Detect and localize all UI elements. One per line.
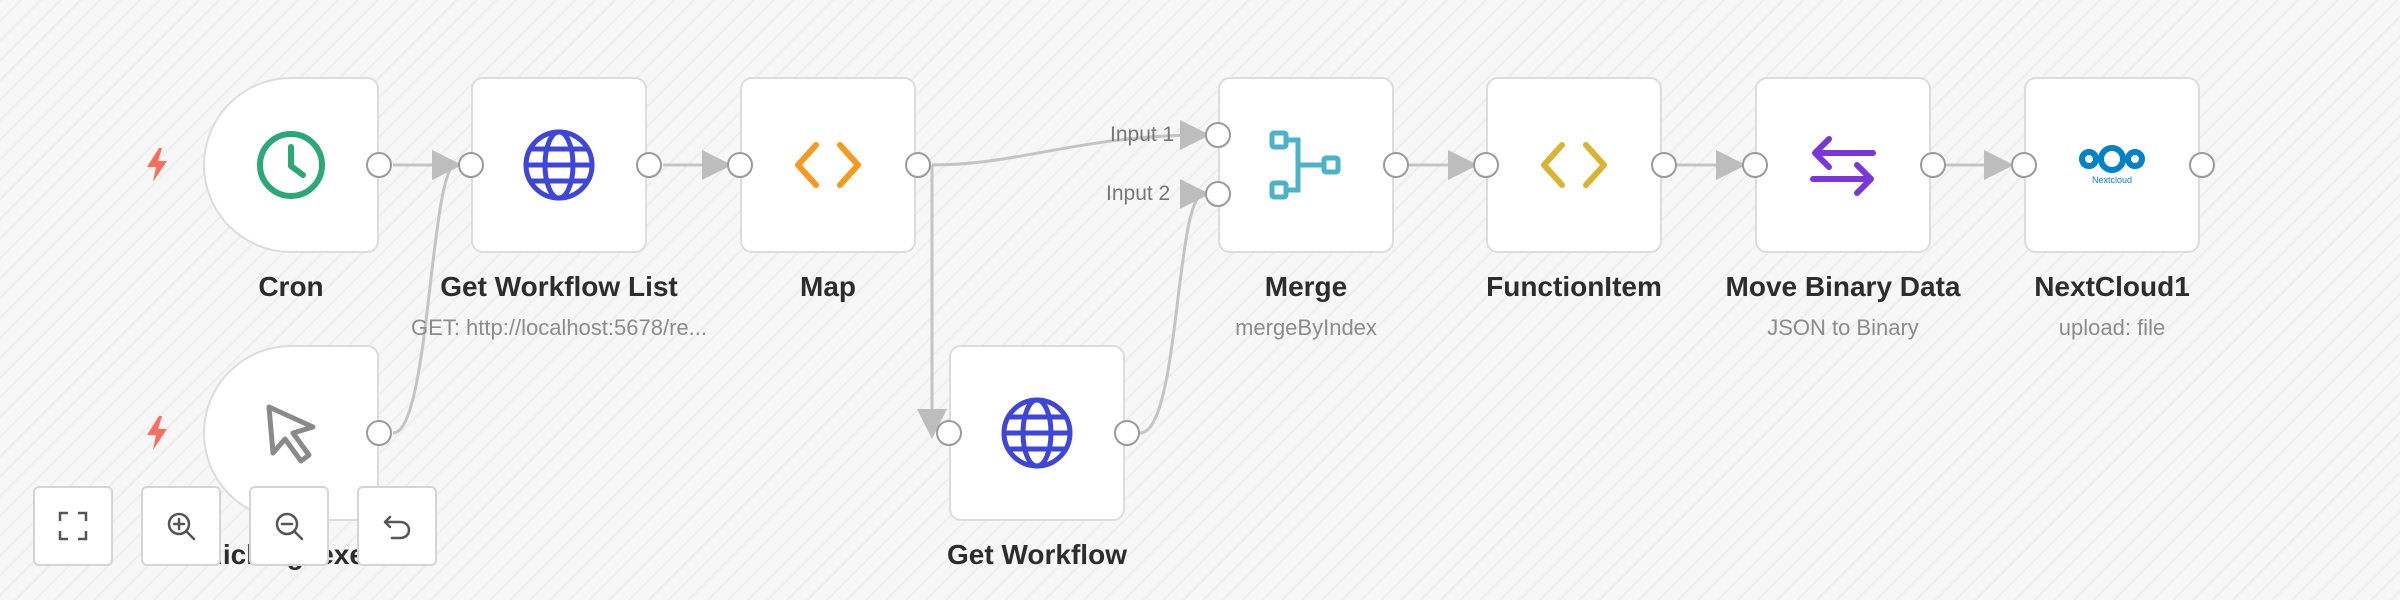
node-label-merge: Merge xyxy=(1264,271,1348,302)
input-handle[interactable] xyxy=(458,152,484,178)
nextcloud-logo-icon: Nextcloud xyxy=(2079,145,2145,185)
node-move-binary-data[interactable] xyxy=(1755,77,1931,253)
node-get-workflow-list[interactable] xyxy=(471,77,647,253)
node-label-get-workflow: Get Workflow xyxy=(947,539,1127,570)
clock-icon xyxy=(257,131,325,199)
node-subtitle-move-binary-data: JSON to Binary xyxy=(1767,315,1919,340)
node-subtitle-get-workflow-list: GET: http://localhost:5678/re... xyxy=(411,315,707,340)
input-handle[interactable] xyxy=(1742,152,1768,178)
node-label-functionitem: FunctionItem xyxy=(1486,271,1662,302)
node-label-cron: Cron xyxy=(258,271,324,302)
output-handle[interactable] xyxy=(1114,420,1140,446)
connection-map-to-merge-input1 xyxy=(931,120,1210,167)
merge-input-2-label: Input 2 xyxy=(1106,182,1171,205)
node-nextcloud[interactable]: Nextcloud xyxy=(2024,77,2200,253)
globe-icon xyxy=(523,129,595,201)
zoom-out-button[interactable] xyxy=(249,486,329,566)
node-subtitle-nextcloud: upload: file xyxy=(2058,315,2166,340)
node-get-workflow[interactable] xyxy=(949,345,1125,521)
output-handle[interactable] xyxy=(905,152,931,178)
node-label-get-workflow-list: Get Workflow List xyxy=(440,271,678,302)
input-handle[interactable] xyxy=(1473,152,1499,178)
input-handle[interactable] xyxy=(2011,152,2037,178)
output-handle[interactable] xyxy=(366,420,392,446)
node-label-map: Map xyxy=(800,271,856,302)
node-map[interactable] xyxy=(740,77,916,253)
input-handle[interactable] xyxy=(727,152,753,178)
node-label-move-binary-data: Move Binary Data xyxy=(1725,271,1961,302)
node-subtitle-merge: mergeByIndex xyxy=(1235,315,1377,340)
node-cron[interactable] xyxy=(203,77,379,253)
connection-manual-to-get-workflow-list xyxy=(392,150,462,435)
cursor-icon xyxy=(266,404,316,464)
output-handle[interactable] xyxy=(1383,152,1409,178)
trigger-bolt-icon xyxy=(147,148,167,182)
output-handle[interactable] xyxy=(636,152,662,178)
output-handle[interactable] xyxy=(1920,152,1946,178)
input-handle[interactable] xyxy=(936,420,962,446)
zoom-out-icon xyxy=(275,512,304,541)
node-functionitem[interactable] xyxy=(1486,77,1662,253)
globe-icon xyxy=(1001,397,1073,469)
code-icon xyxy=(1541,142,1607,188)
trigger-bolt-icon xyxy=(147,416,167,450)
node-merge[interactable] xyxy=(1218,77,1394,253)
output-handle[interactable] xyxy=(1651,152,1677,178)
output-handle[interactable] xyxy=(366,152,392,178)
fit-view-button[interactable] xyxy=(33,486,113,566)
fullscreen-icon xyxy=(58,511,88,541)
output-handle[interactable] xyxy=(2189,152,2215,178)
zoom-in-button[interactable] xyxy=(141,486,221,566)
exchange-arrows-icon xyxy=(1810,136,1876,196)
merge-input-1-label: Input 1 xyxy=(1110,123,1175,146)
undo-icon xyxy=(383,515,411,540)
merge-icon xyxy=(1269,130,1341,200)
input-handle-2[interactable] xyxy=(1205,181,1231,207)
reset-zoom-button[interactable] xyxy=(357,486,437,566)
connection-get-workflow-to-merge-input2 xyxy=(1139,179,1210,435)
zoom-in-icon xyxy=(167,512,196,541)
nextcloud-logo-text: Nextcloud xyxy=(2092,175,2132,185)
node-label-nextcloud: NextCloud1 xyxy=(2034,271,2190,302)
input-handle-1[interactable] xyxy=(1205,122,1231,148)
code-icon xyxy=(795,142,861,188)
